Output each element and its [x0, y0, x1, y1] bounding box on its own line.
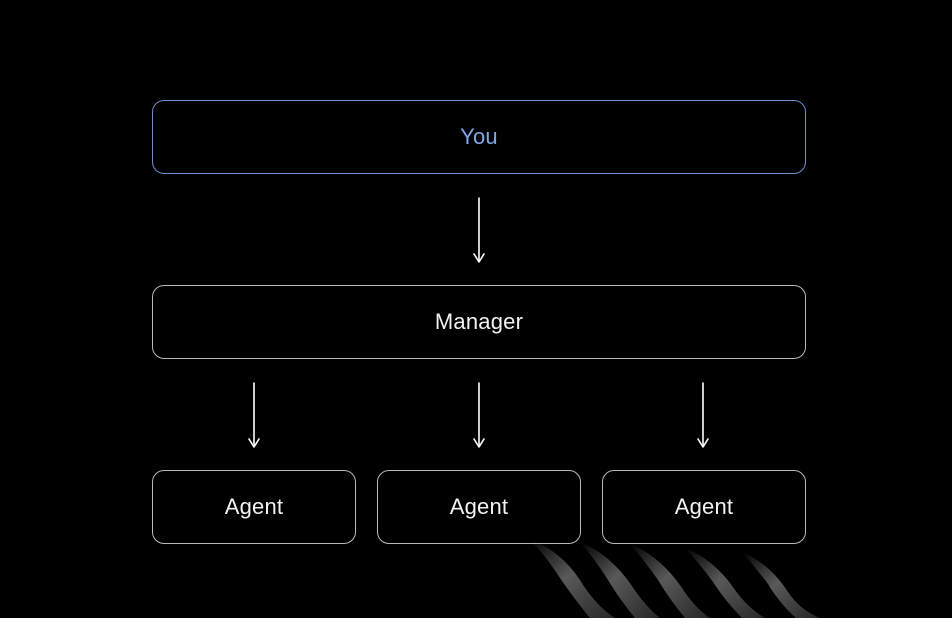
agent-node-label: Agent: [449, 494, 509, 519]
agent-node-3: Agent: [602, 470, 806, 544]
agent-node-label: Agent: [674, 494, 734, 519]
arrow-manager-to-agent-2: [473, 382, 485, 448]
you-node-label: You: [460, 124, 498, 149]
arrow-manager-to-agent-1: [248, 382, 260, 448]
manager-node-label: Manager: [434, 309, 524, 334]
arrow-you-to-manager: [473, 197, 485, 263]
you-node: You: [152, 100, 806, 174]
agent-node-2: Agent: [377, 470, 581, 544]
arrow-manager-to-agent-3: [697, 382, 709, 448]
agent-node-label: Agent: [224, 494, 284, 519]
manager-node: Manager: [152, 285, 806, 359]
agent-node-1: Agent: [152, 470, 356, 544]
